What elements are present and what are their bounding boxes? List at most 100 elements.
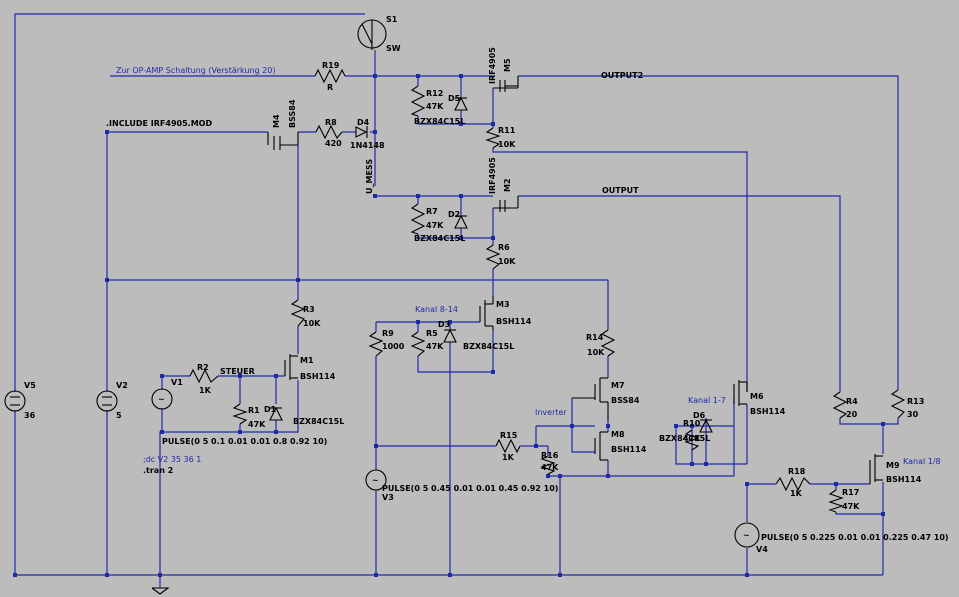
v1-name: V1 <box>171 378 183 387</box>
junction-dot <box>745 573 749 577</box>
mosfet-m5[interactable] <box>493 76 519 92</box>
v4-value: PULSE(0 5 0.225 0.01 0.01 0.225 0.47 10) <box>761 533 949 542</box>
resistor-r1[interactable] <box>232 403 248 425</box>
resistor-r12[interactable] <box>410 85 426 117</box>
zener-d6[interactable] <box>699 418 713 433</box>
mosfet-m9[interactable] <box>869 454 883 484</box>
source-v1[interactable]: ~ <box>151 388 173 410</box>
d4-value: 1N4148 <box>350 141 385 150</box>
r15-name: R15 <box>500 431 518 440</box>
resistor-r17[interactable] <box>828 489 844 513</box>
resistor-r8[interactable] <box>315 124 343 140</box>
junction-dot <box>834 482 838 486</box>
d1-value: BZX84C15L <box>293 417 344 426</box>
d3-value: BZX84C15L <box>463 342 514 351</box>
resistor-r4[interactable] <box>832 391 848 419</box>
m4-value: BSS84 <box>288 99 297 128</box>
r8-name: R8 <box>325 118 337 127</box>
junction-dot <box>374 573 378 577</box>
junction-dot <box>373 130 377 134</box>
tran-directive: .tran 2 <box>143 466 173 475</box>
resistor-r7[interactable] <box>410 203 426 235</box>
junction-dot <box>374 444 378 448</box>
junction-dot <box>416 74 420 78</box>
mosfet-m3[interactable] <box>479 296 494 330</box>
r19-value: R <box>327 83 333 92</box>
resistor-r14[interactable] <box>600 329 616 357</box>
junctions <box>13 74 885 577</box>
source-v2[interactable] <box>96 390 118 412</box>
r3-value: 10K <box>303 319 321 328</box>
junction-dot <box>105 573 109 577</box>
mosfet-m6[interactable] <box>733 380 748 406</box>
mosfet-m7[interactable] <box>572 377 609 420</box>
zener-d5[interactable] <box>454 96 468 111</box>
mosfet-m2[interactable] <box>493 196 519 212</box>
r19-name: R19 <box>322 61 340 70</box>
d3-name: D3 <box>438 320 450 329</box>
junction-dot <box>704 462 708 466</box>
resistor-r16[interactable] <box>540 455 556 475</box>
v3-value: PULSE(0 5 0.45 0.01 0.01 0.45 0.92 10) <box>382 484 558 493</box>
resistor-r10[interactable] <box>684 429 700 451</box>
s1-name: S1 <box>386 15 398 24</box>
junction-dot <box>546 474 550 478</box>
zener-d3[interactable] <box>443 328 457 343</box>
source-v3[interactable]: ~ <box>365 469 387 491</box>
zener-d1[interactable] <box>269 406 283 421</box>
resistor-r9[interactable] <box>368 331 384 357</box>
resistor-r19[interactable] <box>314 68 346 84</box>
labels: Zur OP-AMP Schaltung (Verstärkung 20) .I… <box>24 15 949 554</box>
r16-value: 47K <box>541 463 559 472</box>
resistor-r13[interactable] <box>890 389 906 419</box>
r7-name: R7 <box>426 207 438 216</box>
r6-name: R6 <box>498 243 510 252</box>
svg-text:~: ~ <box>372 476 379 485</box>
junction-dot <box>373 194 377 198</box>
mosfet-m4[interactable] <box>267 132 299 150</box>
junction-dot <box>491 122 495 126</box>
zener-d2[interactable] <box>454 214 468 229</box>
output-label: OUTPUT <box>602 186 639 195</box>
junction-dot <box>690 462 694 466</box>
v2-name: V2 <box>116 381 128 390</box>
switch-s1[interactable] <box>357 19 387 50</box>
r9-value: 1000 <box>382 342 405 351</box>
d4-name: D4 <box>357 118 370 127</box>
junction-dot <box>448 573 452 577</box>
resistor-r15[interactable] <box>495 438 521 454</box>
m6-name: M6 <box>750 392 764 401</box>
m7-value: BSS84 <box>611 396 640 405</box>
resistor-r11[interactable] <box>485 127 501 149</box>
junction-dot <box>491 236 495 240</box>
junction-dot <box>448 320 452 324</box>
m4-name: M4 <box>272 114 281 128</box>
r12-name: R12 <box>426 89 443 98</box>
v5-name: V5 <box>24 381 36 390</box>
resistor-r6[interactable] <box>485 244 501 270</box>
mosfet-m8[interactable] <box>594 431 608 461</box>
resistor-r3[interactable] <box>290 299 306 327</box>
mosfet-m1[interactable] <box>284 354 298 380</box>
u-mess-label: U_MESS <box>365 159 374 194</box>
resistor-r5[interactable] <box>410 331 426 357</box>
diode-d4[interactable] <box>355 126 368 138</box>
d6-value: BZX84C15L <box>659 434 710 443</box>
junction-dot <box>274 374 278 378</box>
source-v5[interactable] <box>4 390 26 412</box>
junction-dot <box>459 236 463 240</box>
resistor-r18[interactable] <box>775 476 811 492</box>
m6-value: BSH114 <box>750 407 786 416</box>
d5-name: D5 <box>448 94 461 103</box>
r4-value: 20 <box>846 410 858 419</box>
steuer-label: STEUER <box>220 367 255 376</box>
source-v4[interactable]: ~ <box>734 522 760 548</box>
resistor-r2[interactable] <box>189 368 219 384</box>
junction-dot <box>274 430 278 434</box>
s1-value: SW <box>386 44 401 53</box>
v2-value: 5 <box>116 411 122 420</box>
m5-name: M5 <box>503 58 512 72</box>
r8-value: 420 <box>325 139 342 148</box>
m8-name: M8 <box>611 430 625 439</box>
